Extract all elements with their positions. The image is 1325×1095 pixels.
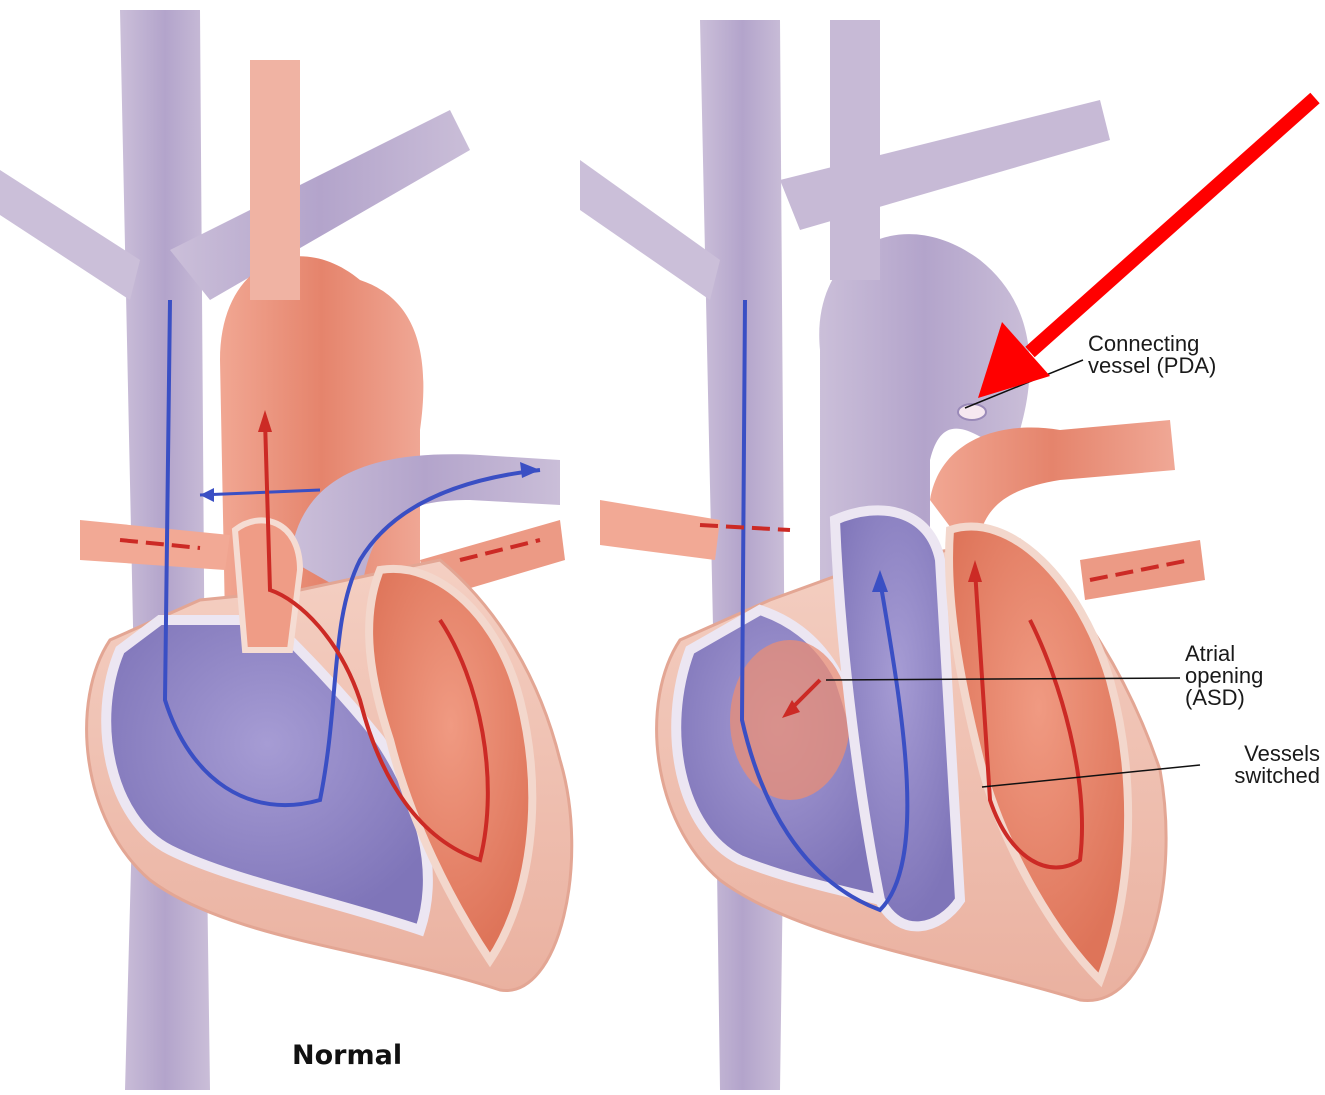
normal-heart [0,10,572,1090]
tga-heart [580,20,1205,1090]
label-pda: Connecting vessel (PDA) [1088,333,1216,377]
label-vessels-switched: Vessels switched [1200,743,1320,787]
label-asd: Atrial opening (ASD) [1185,643,1263,709]
pda-vessel [958,404,986,420]
caption-normal: Normal [292,1040,402,1071]
